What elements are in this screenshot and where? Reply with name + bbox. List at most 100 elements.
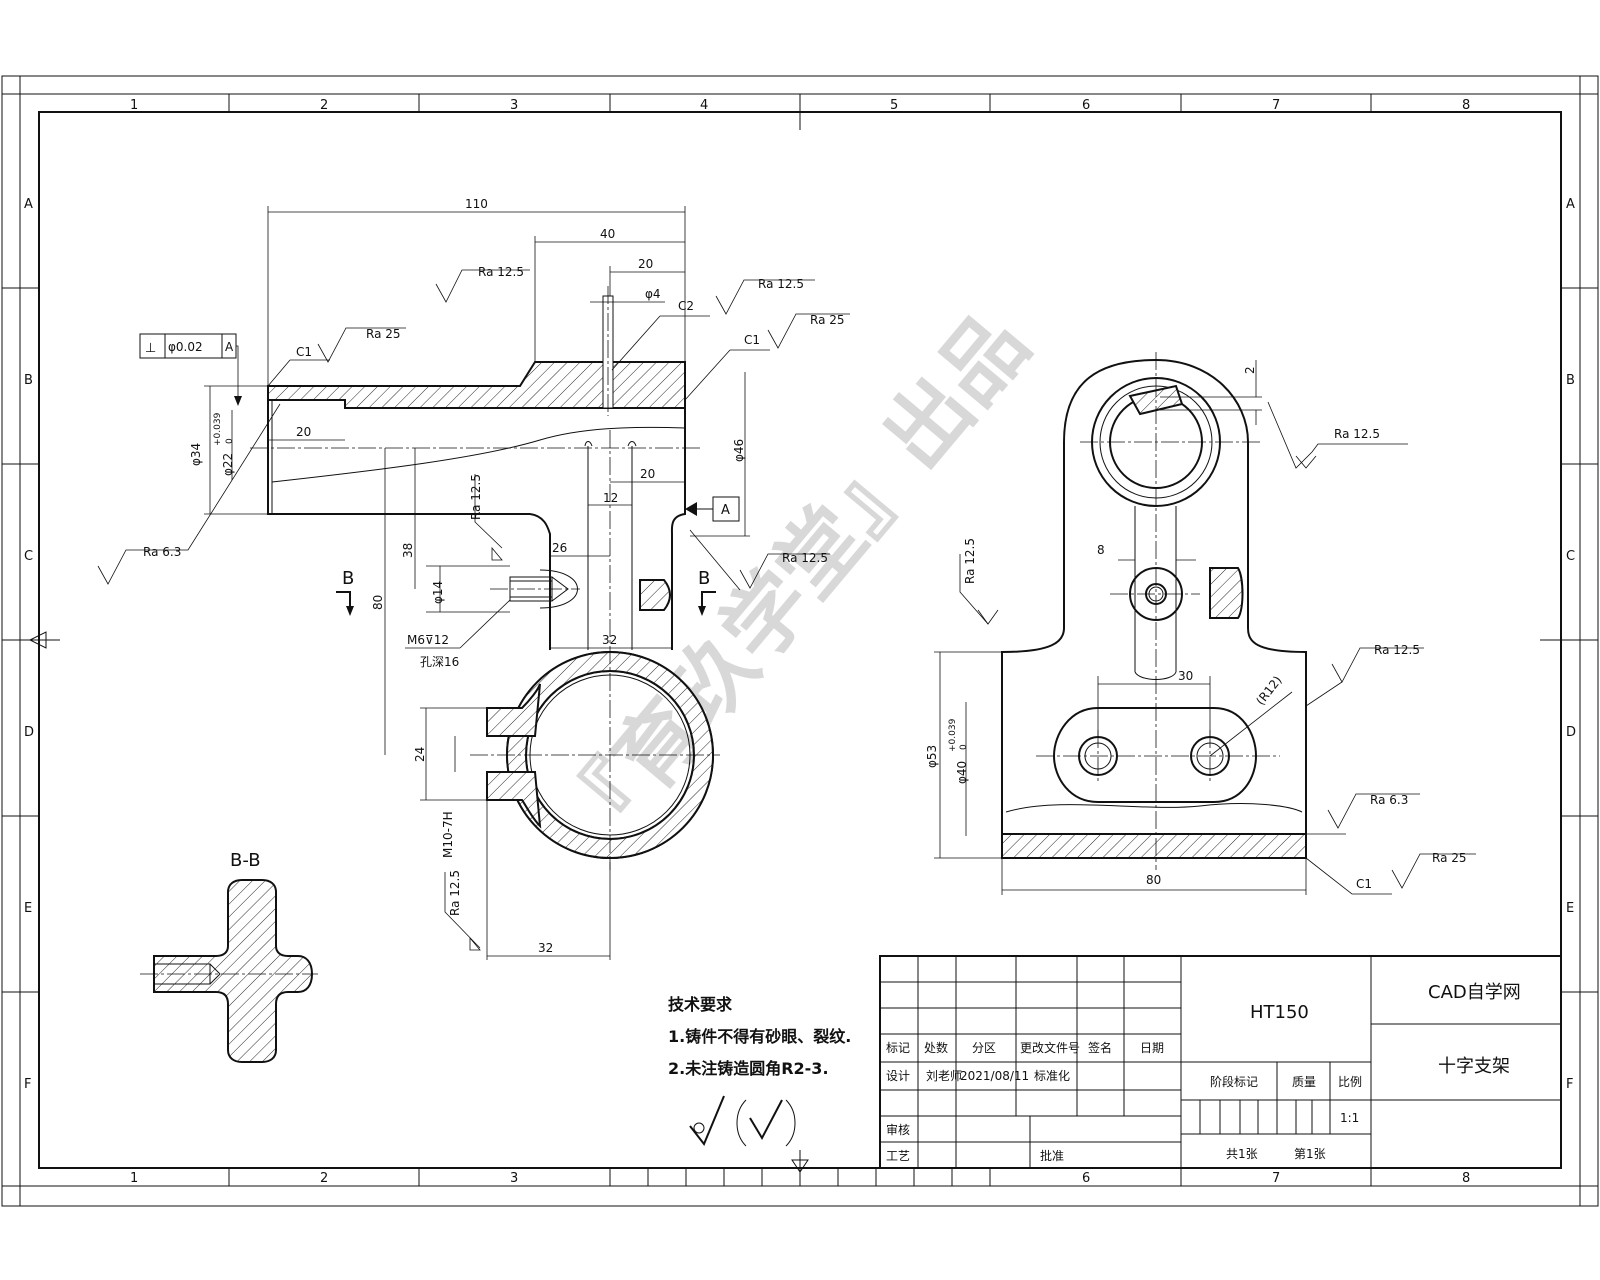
thread-note: M6⊽12 (407, 633, 449, 647)
dim-phi40-tol-low: 0 (959, 744, 969, 750)
hole-depth-note: 孔深16 (420, 655, 459, 669)
grid-col-5-top: 5 (890, 98, 898, 113)
tb-row-approve: 批准 (1040, 1148, 1064, 1163)
tb-header-mark: 标记 (886, 1041, 910, 1055)
roughness-right-top: Ra 12.5 (758, 277, 804, 291)
roughness-left-ra25: Ra 25 (366, 327, 401, 341)
tb-scale-value: 1:1 (1340, 1111, 1359, 1125)
grid-row-e-left: E (24, 901, 32, 916)
tb-header-zone: 分区 (972, 1041, 996, 1055)
centering-mark-bottom-icon (791, 1159, 809, 1173)
side-roughness-left: Ra 12.5 (963, 538, 977, 584)
grid-row-d-right: D (1566, 725, 1576, 740)
dim-r12: (R12) (1253, 673, 1284, 708)
tb-material: HT150 (1250, 1002, 1309, 1023)
tb-header-sign: 签名 (1088, 1040, 1112, 1055)
roughness-general-icon (689, 1095, 725, 1146)
tb-sheet-no: 第1张 (1294, 1147, 1326, 1161)
notes-title: 技术要求 (668, 995, 733, 1014)
roughness-right-ra25: Ra 25 (810, 313, 845, 327)
tb-row-process: 工艺 (886, 1149, 910, 1163)
dim-12: 12 (603, 491, 618, 505)
grid-row-a-right: A (1566, 197, 1575, 212)
grid-col-7-top: 7 (1272, 98, 1280, 113)
side-roughness-top: Ra 12.5 (1334, 427, 1380, 441)
tb-part-name: 十字支架 (1438, 1056, 1510, 1077)
dim-26: 26 (552, 541, 567, 555)
dim-38: 38 (401, 543, 415, 558)
grid-row-f-left: F (24, 1077, 31, 1092)
tolerance-symbol: ⊥ (145, 341, 156, 356)
dim-phi40-tol: +0.039 (948, 718, 958, 752)
tb-sheets-total: 共1张 (1226, 1147, 1258, 1161)
grid-col-8-top: 8 (1462, 98, 1470, 113)
tolerance-datum: A (225, 340, 234, 354)
tb-row-design: 设计 (886, 1069, 910, 1083)
grid-col-1-bottom: 1 (130, 1171, 138, 1186)
tb-row-std: 标准化 (1034, 1069, 1070, 1083)
dim-80-vertical: 80 (371, 595, 385, 610)
chamfer-c1-right: C1 (744, 333, 760, 347)
dim-m10: M10-7H (441, 811, 455, 858)
grid-row-a-left: A (24, 197, 33, 212)
tb-header-date: 日期 (1140, 1041, 1164, 1055)
tb-scale-label: 比例 (1338, 1075, 1362, 1089)
grid-col-7-bottom: 7 (1272, 1171, 1280, 1186)
side-view (1001, 352, 1307, 870)
section-mark-b-right: B (698, 568, 710, 589)
side-roughness-right: Ra 12.5 (1374, 643, 1420, 657)
grid-col-2-top: 2 (320, 98, 328, 113)
roughness-ra63: Ra 6.3 (143, 545, 181, 559)
tb-designer: 刘老师 (926, 1069, 962, 1083)
section-view-bb: B-B (140, 850, 318, 1063)
grid-col-1-top: 1 (130, 98, 138, 113)
grid-row-f-right: F (1566, 1077, 1573, 1092)
chamfer-c2: C2 (678, 299, 694, 313)
tb-company: CAD自学网 (1428, 982, 1521, 1003)
section-label-bb: B-B (230, 850, 261, 871)
dim-phi34: φ34 (189, 443, 203, 466)
dim-20-right: 20 (640, 467, 655, 481)
dim-40: 40 (600, 227, 615, 241)
centering-mark-icon (28, 631, 47, 649)
dim-32-mid: 32 (602, 633, 617, 647)
roughness-mid: Ra 12.5 (469, 474, 483, 520)
grid-row-b-right: B (1566, 373, 1575, 388)
tb-design-date: 2021/08/11 (960, 1069, 1029, 1083)
dim-phi46: φ46 (732, 439, 746, 462)
grid-row-e-right: E (1566, 901, 1574, 916)
roughness-right-lower: Ra 12.5 (782, 551, 828, 565)
dim-20-top: 20 (638, 257, 653, 271)
grid-row-d-left: D (24, 725, 34, 740)
dim-phi14: φ14 (431, 581, 445, 604)
notes-line-1: 1.铸件不得有砂眼、裂纹. (668, 1027, 851, 1046)
grid-row-b-left: B (24, 373, 33, 388)
dim-phi22: φ22 (221, 453, 235, 476)
dim-30: 30 (1178, 669, 1193, 683)
chamfer-c1-left: C1 (296, 345, 312, 359)
grid-col-4-top: 4 (700, 98, 708, 113)
dim-phi40: φ40 (955, 761, 969, 784)
roughness-paren-close-icon (785, 1099, 796, 1147)
front-view-roughness: Ra 12.5 Ra 12.5 Ra 25 Ra 25 Ra 6.3 Ra 12… (97, 265, 850, 951)
tb-row-check: 审核 (886, 1122, 910, 1137)
grid-col-6-top: 6 (1082, 98, 1090, 113)
roughness-paren-open-icon (736, 1099, 747, 1147)
dim-phi22-tol: +0.039 (213, 412, 223, 446)
section-mark-b-left: B (342, 568, 354, 589)
grid-col-2-bottom: 2 (320, 1171, 328, 1186)
side-roughness-ra25: Ra 25 (1432, 851, 1467, 865)
datum-a-label: A (721, 503, 730, 518)
grid-col-3-top: 3 (510, 98, 518, 113)
dim-32-bottom: 32 (538, 941, 553, 955)
dim-2: 2 (1243, 366, 1257, 374)
tb-header-docno: 更改文件号 (1020, 1040, 1080, 1055)
dim-24: 24 (413, 747, 427, 762)
front-view (250, 286, 720, 870)
roughness-basic-icon (749, 1099, 783, 1141)
roughness-bottom: Ra 12.5 (448, 870, 462, 916)
tb-header-count: 处数 (924, 1040, 948, 1055)
roughness-top: Ra 12.5 (478, 265, 524, 279)
dim-phi22-tol-low: 0 (225, 438, 235, 444)
